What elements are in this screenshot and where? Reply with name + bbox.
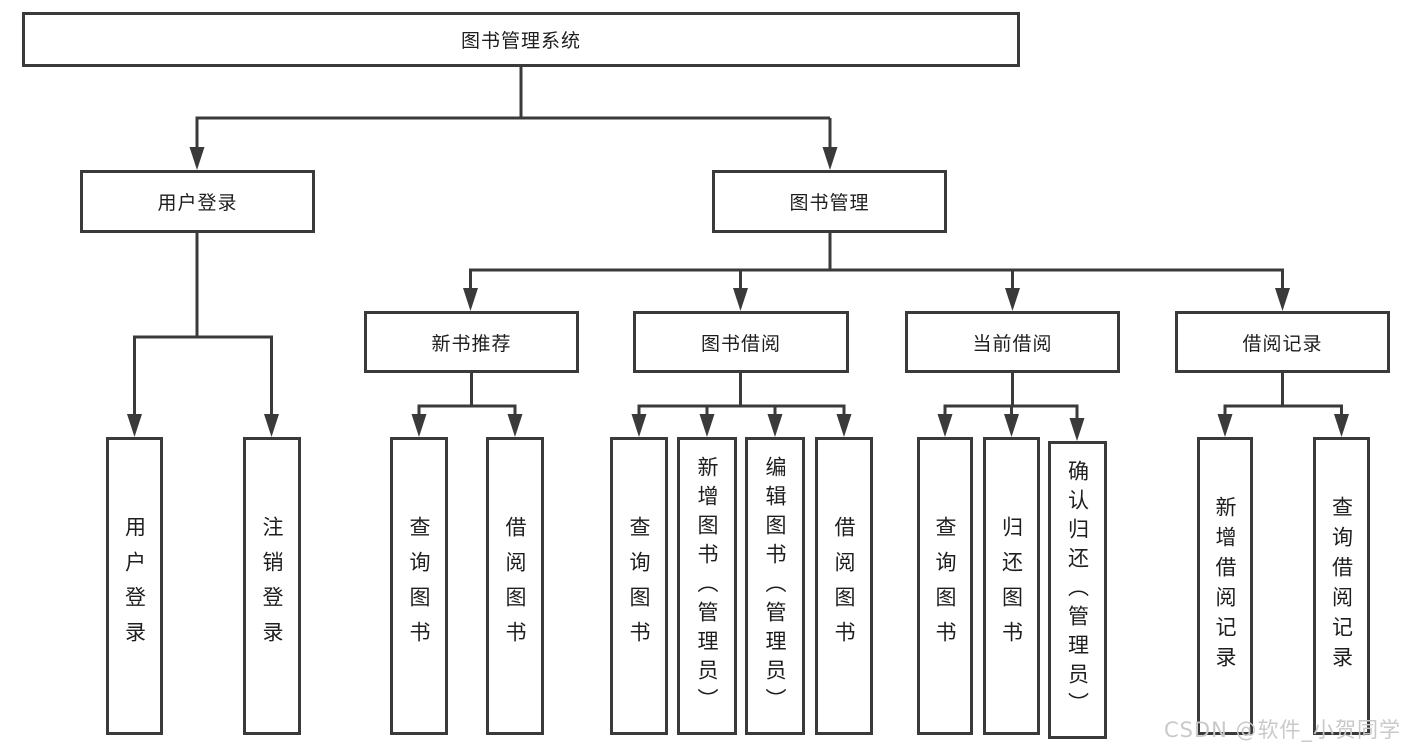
node-borrowing-records: 借阅记录	[1175, 311, 1390, 373]
node-label: 当前借阅	[972, 332, 1053, 355]
node-label: 查询图书	[933, 516, 957, 656]
node-label: 编辑图书（管理员）	[763, 455, 787, 717]
node-book-management: 图书管理	[712, 170, 947, 233]
node-label: 借阅图书	[832, 516, 856, 656]
leaf-user-login: 用户登录	[106, 437, 163, 735]
node-label: 图书管理	[789, 192, 870, 214]
node-label: 归还图书	[999, 516, 1024, 656]
leaf-borrow-books-recommend: 借阅图书	[486, 437, 544, 735]
node-label: 用户登录	[122, 516, 147, 656]
leaf-query-books-recommend: 查询图书	[390, 437, 448, 735]
node-label: 借阅图书	[503, 516, 527, 656]
node-label: 用户登录	[157, 192, 238, 214]
node-label: 借阅记录	[1242, 332, 1323, 355]
leaf-edit-books-admin: 编辑图书（管理员）	[745, 437, 805, 735]
leaf-return-books: 归还图书	[983, 437, 1040, 735]
node-label: 图书借阅	[700, 332, 781, 355]
node-label: 图书管理系统	[460, 30, 581, 52]
node-label: 新增图书（管理员）	[695, 455, 719, 717]
leaf-borrow-books: 借阅图书	[815, 437, 873, 735]
csdn-watermark: CSDN @软件_小贺同学	[1163, 718, 1401, 742]
node-label: 查询图书	[627, 516, 651, 656]
leaf-add-borrow-record: 新增借阅记录	[1197, 437, 1253, 735]
node-library-management-system: 图书管理系统	[22, 12, 1020, 67]
node-label: 查询借阅记录	[1329, 496, 1354, 676]
node-label: 查询图书	[407, 516, 431, 656]
leaf-logout: 注销登录	[243, 437, 301, 735]
node-book-borrowing: 图书借阅	[633, 311, 849, 373]
leaf-query-books-borrow: 查询图书	[610, 437, 668, 735]
leaf-query-books-current: 查询图书	[917, 437, 973, 735]
leaf-confirm-return-admin: 确认归还（管理员）	[1048, 441, 1107, 739]
node-label: 新书推荐	[431, 332, 512, 355]
node-label: 注销登录	[260, 516, 284, 656]
node-label: 新增借阅记录	[1213, 496, 1237, 676]
node-user-login: 用户登录	[80, 170, 315, 233]
leaf-query-borrow-record: 查询借阅记录	[1313, 437, 1370, 735]
node-current-borrowing: 当前借阅	[905, 311, 1120, 373]
node-new-book-recommendation: 新书推荐	[364, 311, 579, 373]
node-label: 确认归还（管理员）	[1065, 459, 1090, 721]
leaf-add-books-admin: 新增图书（管理员）	[677, 437, 737, 735]
